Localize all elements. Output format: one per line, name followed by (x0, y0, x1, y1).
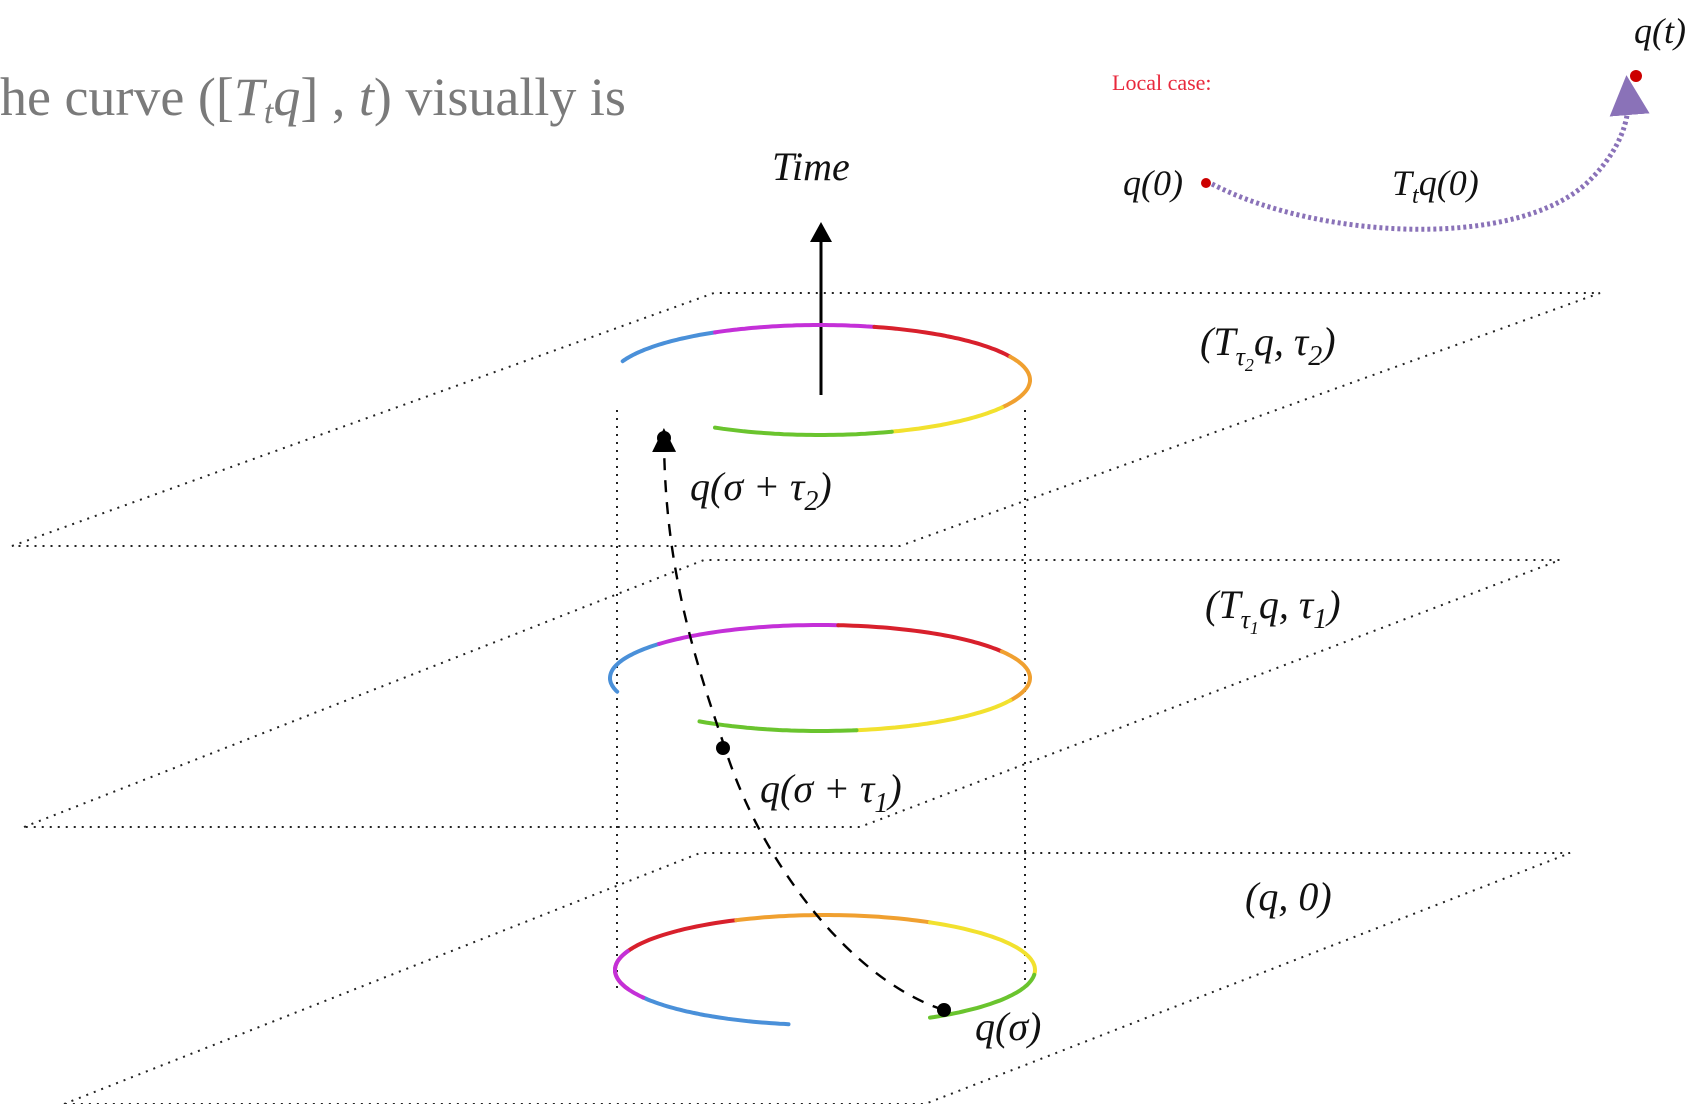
start-point (1201, 178, 1211, 188)
ring-bottom-arc-green (928, 972, 1037, 1020)
planes (11, 292, 1601, 1104)
local-case-label: Local case: (1112, 70, 1212, 95)
ring-middle-arc-yellow (854, 698, 1013, 733)
end-point-label: q(t) (1634, 11, 1686, 51)
transport-label: Ttq(0) (1392, 163, 1479, 209)
plane-top (11, 292, 1601, 547)
ring-bottom-arc-yellow (928, 920, 1038, 977)
point-top (657, 431, 671, 445)
ring-bottom-arc-red (613, 918, 739, 991)
plane-bottom-label: (q, 0) (1245, 874, 1332, 919)
transport-arrow (1210, 75, 1650, 232)
time-axis-arrowhead (810, 222, 832, 242)
ring-top-arc-orange (999, 354, 1032, 410)
ring-bottom-arc-orange (734, 913, 932, 925)
point-middle-label: q(σ + τ1) (760, 766, 902, 819)
ring-bottom-arc-blue (641, 995, 791, 1027)
ring-top-arc-magenta (713, 323, 877, 335)
ring-middle-arc-magenta (657, 623, 841, 646)
time-axis: Time (772, 144, 850, 395)
time-axis-label: Time (772, 144, 850, 189)
plane-middle-label: (Tτ1q, τ1) (1205, 582, 1341, 638)
rings (608, 323, 1038, 1027)
start-point-label: q(0) (1123, 163, 1183, 203)
ring-middle-arc-blue (608, 641, 662, 694)
ring-bottom-arc-magenta (613, 949, 646, 1000)
point-bottom (937, 1003, 951, 1017)
ring-middle-arc-red (836, 623, 1004, 654)
heading-text: he curve ([Ttq] , t) visually is (0, 67, 626, 131)
ring-middle-arc-orange (999, 649, 1032, 703)
point-bottom-label: q(σ) (975, 1004, 1041, 1049)
ring-top-arc-yellow (889, 405, 1004, 434)
local-case-inset: Local case: q(t) q(0) Ttq(0) (1112, 11, 1686, 232)
plane-top-label: (Tτ2q, τ2) (1200, 319, 1336, 375)
ring-top-arc-blue (620, 330, 717, 364)
end-point (1630, 70, 1642, 82)
point-top-label: q(σ + τ2) (690, 464, 832, 517)
point-middle (716, 741, 730, 755)
ring-top-arc-red (872, 324, 1013, 359)
trajectory-points (657, 431, 951, 1017)
ring-middle-arc-green (697, 719, 859, 733)
plane-bottom (63, 852, 1571, 1104)
cylinder-guides (616, 410, 1026, 990)
ring-top-arc-green (713, 425, 894, 437)
